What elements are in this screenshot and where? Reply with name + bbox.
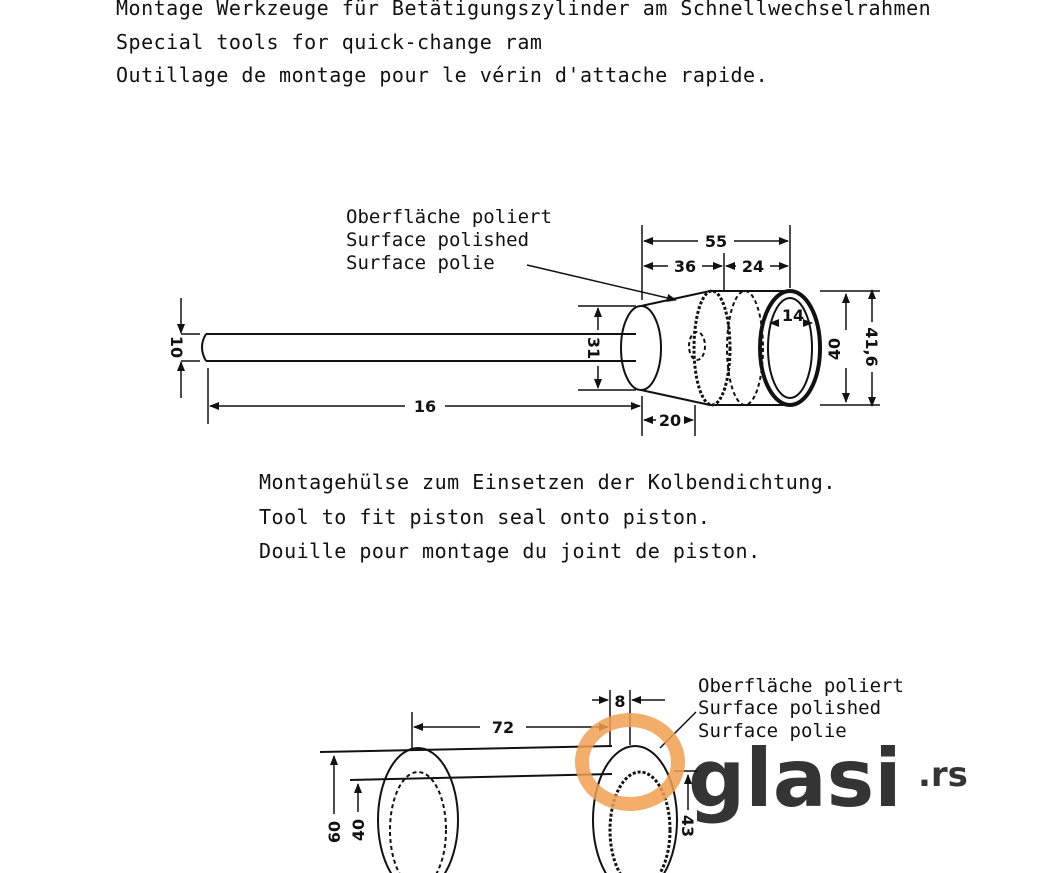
dim-36: 36	[674, 257, 696, 276]
dim-16: 16	[414, 397, 436, 416]
watermark-tld: .rs	[918, 755, 968, 795]
dim-14: 14	[782, 306, 804, 325]
figure-1-dimension-labels: 10 16 31 20 55 36 24 14 40 41,6	[167, 232, 881, 430]
caption-german: Montagehülse zum Einsetzen der Kolbendic…	[259, 470, 836, 494]
figure-2-note: Oberfläche poliert Surface polished Surf…	[698, 675, 904, 742]
dim-40: 40	[825, 338, 844, 360]
note2-en: Surface polished	[698, 697, 881, 719]
dim-20: 20	[659, 411, 681, 430]
dim2-72: 72	[492, 718, 514, 737]
header-line-german: Montage Werkzeuge für Betätigungszylinde…	[116, 0, 932, 20]
note2-fr: Surface polie	[698, 720, 847, 742]
note-fr: Surface polie	[346, 252, 495, 274]
oglasi-watermark-logo: glasi .rs	[575, 713, 968, 825]
caption-french: Douille pour montage du joint de piston.	[259, 539, 761, 563]
dim2-43: 43	[678, 815, 697, 837]
figure-2-sleeve	[319, 690, 698, 873]
note-en: Surface polished	[346, 229, 529, 251]
figure-1-mounting-sleeve	[181, 225, 880, 436]
watermark-brand: glasi	[688, 732, 902, 825]
figure-2-dimension-labels: 8 72 60 40 43	[325, 692, 697, 843]
dim-10: 10	[167, 336, 186, 358]
caption-english: Tool to fit piston seal onto piston.	[259, 505, 711, 529]
dim-31: 31	[584, 337, 603, 359]
dim-24: 24	[742, 257, 764, 276]
dim-41-6: 41,6	[862, 327, 881, 366]
figure-2-dimension-lines	[330, 696, 697, 814]
dim2-40: 40	[349, 819, 368, 841]
figure-1-note: Oberfläche poliert Surface polished Surf…	[346, 206, 552, 274]
header-line-english: Special tools for quick-change ram	[116, 30, 543, 54]
header-line-french: Outillage de montage pour le vérin d'att…	[116, 63, 769, 87]
note-de: Oberfläche poliert	[346, 206, 552, 228]
dim-55: 55	[705, 232, 727, 251]
figure-1-dimension-lines	[177, 237, 876, 424]
dim2-8: 8	[614, 692, 625, 711]
note2-de: Oberfläche poliert	[698, 675, 904, 697]
dim2-60: 60	[325, 821, 344, 843]
